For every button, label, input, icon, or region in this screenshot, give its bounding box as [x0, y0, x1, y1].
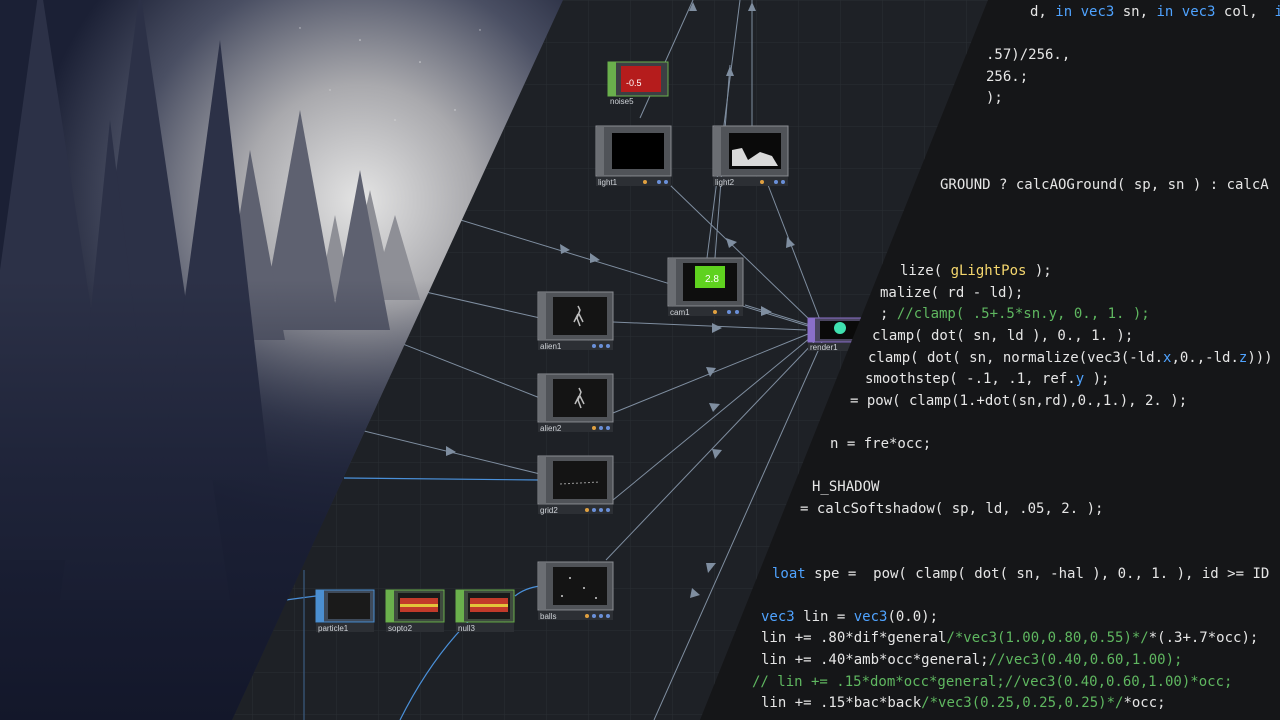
alien1-figure [573, 305, 584, 327]
alien2-label: alien2 [540, 424, 562, 433]
code-line: lin += .40*amb*occ*general;//vec3(0.40,0… [761, 652, 1183, 668]
node-grid2[interactable]: grid2 [537, 455, 614, 515]
cam1-label: cam1 [670, 308, 690, 317]
sopto2-label: sopto2 [388, 624, 413, 633]
light2-preview-shape [732, 148, 778, 166]
grid2-label: grid2 [540, 506, 558, 515]
light1-label: light1 [598, 178, 618, 187]
noise5-label: noise5 [610, 97, 634, 106]
cam1-preview-glow [695, 266, 725, 288]
render1-preview-blob [834, 322, 846, 334]
particle1-preview [328, 593, 370, 619]
light2-label: light2 [715, 178, 735, 187]
wire-arrows [446, 2, 795, 598]
code-panel-background [700, 0, 1280, 720]
noise5-preview [621, 66, 661, 92]
node-cam1[interactable]: 2.8 cam1 [667, 257, 744, 317]
code-line: smoothstep( -.1, .1, ref.y ); [865, 371, 1110, 387]
grid2-preview-shape [559, 481, 601, 485]
alien2-figure [574, 387, 585, 409]
stars [299, 27, 481, 121]
node-light2[interactable]: light2 [712, 125, 789, 187]
code-line: n = fre*occ; [830, 436, 932, 452]
code-line: lin += .15*bac*back/*vec3(0.25,0.25,0.25… [761, 695, 1166, 711]
node-alien1[interactable]: alien1 [537, 291, 614, 351]
code-line: lin += .80*dif*general/*vec3(1.00,0.80,0… [761, 630, 1259, 646]
null3-label: null3 [458, 624, 475, 633]
code-line: ; //clamp( .5+.5*sn.y, 0., 1. ); [880, 306, 1150, 322]
cam1-preview-value: 2.8 [705, 274, 719, 285]
node-particle1[interactable]: particle1 [315, 589, 375, 633]
code-line: clamp( dot( sn, normalize(vec3(-ld.x,0.,… [868, 350, 1273, 366]
code-line: 256.; [986, 69, 1029, 85]
code-line: GROUND ? calcAOGround( sp, sn ) : calcA [940, 177, 1269, 193]
code-line: clamp( dot( sn, ld ), 0., 1. ); [872, 328, 1134, 344]
node-null3[interactable]: null3 [455, 589, 515, 633]
code-line: // lin += .15*dom*occ*general;//vec3(0.4… [752, 674, 1233, 690]
grid2-preview [553, 461, 607, 499]
alien1-label: alien1 [540, 342, 562, 351]
code-line: H_SHADOW [812, 479, 880, 495]
balls-dots [561, 577, 597, 599]
code-line: = pow( clamp(1.+dot(sn,rd),0.,1.), 2. ); [850, 393, 1188, 409]
node-light1[interactable]: light1 [595, 125, 672, 187]
code-line: d, in vec3 sn, in vec3 col, in [1030, 4, 1280, 20]
code-line: lize( gLightPos ); [900, 263, 1052, 279]
code-line: malize( rd - ld); [880, 285, 1024, 301]
node-noise5[interactable]: -0.5 noise5 [607, 61, 669, 106]
node-alien2[interactable]: alien2 [537, 373, 614, 433]
alien2-preview [553, 379, 607, 417]
render1-label: render1 [810, 343, 838, 352]
noise5-preview-value: -0.5 [626, 78, 642, 88]
code-line: = calcSoftshadow( sp, ld, .05, 2. ); [800, 501, 1104, 517]
code-line: ); [986, 90, 1003, 106]
code-line: vec3 lin = vec3(0.0); [761, 609, 939, 625]
balls-label: balls [540, 612, 556, 621]
node-sopto2[interactable]: sopto2 [385, 589, 445, 633]
particle1-label: particle1 [318, 624, 349, 633]
code-line: loat spe = pow( clamp( dot( sn, -hal ), … [772, 566, 1270, 582]
balls-preview [553, 567, 607, 605]
node-balls[interactable]: balls [537, 561, 614, 621]
light1-preview [612, 133, 664, 169]
code-line: .57)/256., [986, 47, 1071, 63]
